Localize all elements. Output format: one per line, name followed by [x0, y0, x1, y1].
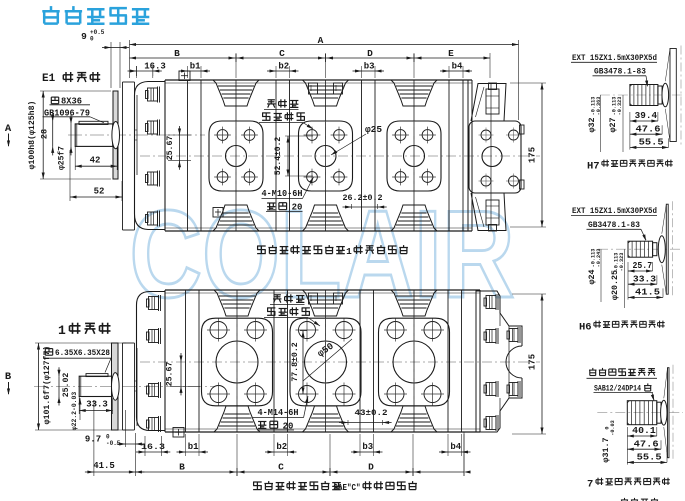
svg-text:1: 1 [346, 246, 352, 257]
svg-text:φ20.25: φ20.25 [610, 270, 620, 300]
svg-text:-0.113: -0.113 [591, 249, 597, 268]
svg-text:-0.323: -0.323 [619, 253, 625, 272]
svg-text:COLAIR: COLAIR [130, 186, 515, 324]
svg-text:SAE"C": SAE"C" [334, 483, 361, 493]
svg-text:0: 0 [90, 36, 94, 43]
svg-text:b1: b1 [188, 442, 199, 452]
svg-text:φ31.7: φ31.7 [601, 437, 611, 462]
svg-text:41.5: 41.5 [93, 461, 115, 471]
svg-text:4-M10-6H: 4-M10-6H [262, 189, 303, 199]
svg-text:175: 175 [528, 354, 538, 370]
svg-text:D: D [367, 48, 373, 59]
svg-text:6.35X6.35X28: 6.35X6.35X28 [55, 348, 110, 358]
svg-text:43±0.2: 43±0.2 [355, 408, 388, 418]
svg-text:C: C [278, 462, 284, 473]
svg-text:GB1096-79: GB1096-79 [44, 109, 90, 119]
svg-text:GB3478.1-83: GB3478.1-83 [594, 67, 646, 77]
svg-text:9.7: 9.7 [85, 435, 101, 445]
svg-text:-0.113: -0.113 [614, 253, 620, 272]
svg-text:D: D [368, 462, 374, 473]
svg-text:φ27: φ27 [608, 117, 618, 132]
svg-text:b1: b1 [190, 62, 201, 72]
svg-text:-0.363: -0.363 [596, 97, 602, 116]
svg-text:φ25: φ25 [365, 124, 382, 135]
svg-text:55.5: 55.5 [639, 138, 664, 148]
svg-text:-0.5: -0.5 [106, 440, 121, 447]
svg-text:-0.323: -0.323 [617, 97, 623, 116]
svg-text:φ101.6f7(φ127f7): φ101.6f7(φ127f7) [42, 346, 52, 425]
svg-text:20: 20 [292, 203, 303, 213]
svg-text:47.6: 47.6 [634, 439, 659, 449]
svg-text:H6: H6 [579, 322, 592, 334]
svg-text:175: 175 [528, 147, 538, 163]
svg-text:1: 1 [58, 323, 66, 338]
svg-text:7: 7 [587, 479, 593, 491]
svg-text:25.67: 25.67 [166, 362, 175, 387]
svg-text:E: E [448, 48, 454, 59]
svg-text:42: 42 [90, 156, 101, 166]
svg-text:55.5: 55.5 [637, 453, 662, 463]
svg-text:33.3: 33.3 [86, 400, 108, 410]
svg-text:B: B [174, 48, 180, 59]
svg-text:b3: b3 [364, 62, 375, 72]
svg-text:φ32: φ32 [587, 117, 597, 132]
svg-text:φ25f7: φ25f7 [58, 146, 67, 170]
svg-text:77.8±0.2: 77.8±0.2 [291, 342, 300, 381]
svg-text:-0.113: -0.113 [612, 97, 618, 116]
svg-text:φ24: φ24 [587, 269, 597, 284]
svg-text:-0.243: -0.243 [596, 249, 602, 268]
svg-text:b4: b4 [450, 442, 461, 452]
svg-text:52: 52 [94, 187, 105, 197]
svg-text:33.3: 33.3 [633, 274, 656, 284]
svg-text:E1: E1 [42, 73, 56, 85]
svg-text:EXT 15ZX1.5mX30PX5d: EXT 15ZX1.5mX30PX5d [572, 206, 657, 216]
svg-text:b3: b3 [362, 442, 373, 452]
svg-text:47.6: 47.6 [636, 124, 661, 134]
svg-text:20: 20 [283, 422, 294, 432]
svg-text:b2: b2 [278, 62, 289, 72]
svg-text:C: C [279, 48, 285, 59]
svg-text:-0.03: -0.03 [610, 420, 616, 436]
svg-text:8X36: 8X36 [61, 97, 82, 107]
svg-text:0: 0 [106, 434, 110, 441]
svg-text:+0.5: +0.5 [90, 29, 105, 36]
svg-text:φ22.2-0.03: φ22.2-0.03 [71, 392, 78, 431]
svg-text:40.1: 40.1 [632, 426, 656, 436]
svg-text:φ100h8(φ125h8): φ100h8(φ125h8) [27, 101, 37, 170]
svg-text:-0.113: -0.113 [591, 97, 597, 116]
svg-text:16.3: 16.3 [141, 442, 165, 452]
svg-text:4-M14-6H: 4-M14-6H [258, 408, 299, 418]
svg-text:b4: b4 [452, 62, 463, 72]
svg-text:EXT 15ZX1.5mX30PX5d: EXT 15ZX1.5mX30PX5d [572, 53, 657, 63]
svg-text:A: A [5, 123, 12, 135]
svg-text:25.67: 25.67 [166, 136, 175, 161]
svg-text:A: A [318, 35, 324, 46]
svg-text:39.4: 39.4 [635, 111, 658, 121]
svg-text:25.02: 25.02 [62, 373, 71, 398]
svg-text:9: 9 [81, 31, 87, 42]
svg-text:B: B [5, 371, 12, 383]
svg-text:H7: H7 [587, 161, 600, 173]
svg-text:25.7: 25.7 [632, 261, 652, 271]
svg-text:B: B [179, 462, 185, 473]
svg-text:26.2±0.2: 26.2±0.2 [343, 193, 383, 203]
svg-text:GB3478.1-83: GB3478.1-83 [588, 220, 640, 230]
svg-text:52.4±0.2: 52.4±0.2 [274, 137, 283, 176]
svg-text:16.3: 16.3 [144, 62, 166, 72]
svg-text:b2: b2 [276, 442, 287, 452]
svg-text:0: 0 [605, 426, 611, 429]
svg-text:28: 28 [40, 129, 50, 139]
svg-text:SAB12/24DP14: SAB12/24DP14 [594, 384, 641, 394]
svg-text:41.5: 41.5 [635, 288, 660, 298]
